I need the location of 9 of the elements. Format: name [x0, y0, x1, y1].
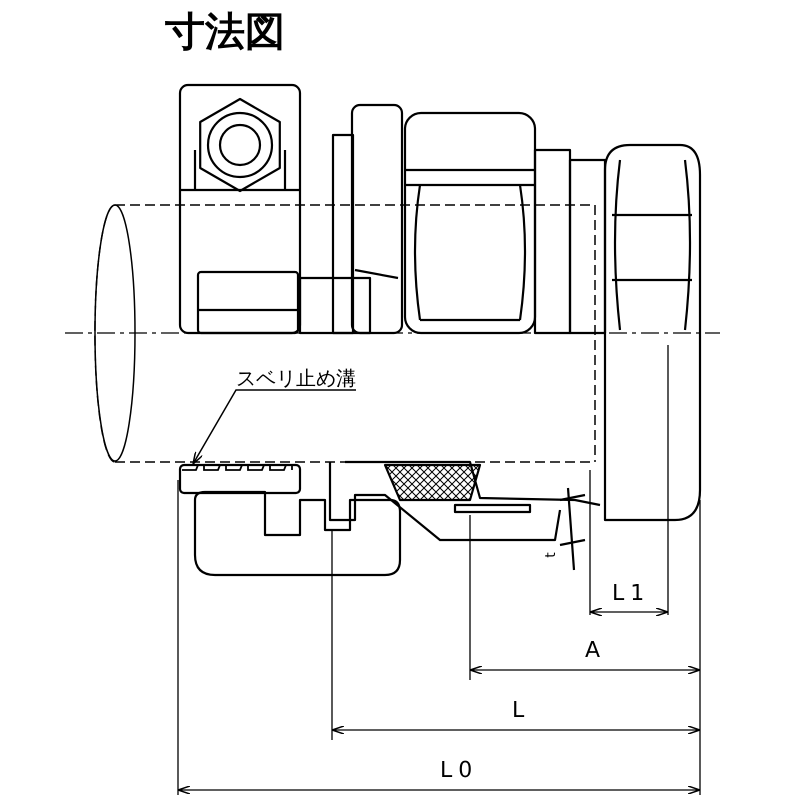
anti-slip-groove	[182, 464, 293, 471]
dimension-label: L0	[440, 760, 478, 782]
leader-line	[192, 389, 356, 465]
callout-text: スベリ止め溝	[236, 368, 356, 388]
dimension-label: L1	[612, 583, 650, 605]
dimension-label: t	[544, 552, 558, 558]
dimension-label: A	[585, 640, 606, 662]
title: 寸法図	[165, 12, 285, 52]
dimension-label: L	[512, 700, 530, 722]
